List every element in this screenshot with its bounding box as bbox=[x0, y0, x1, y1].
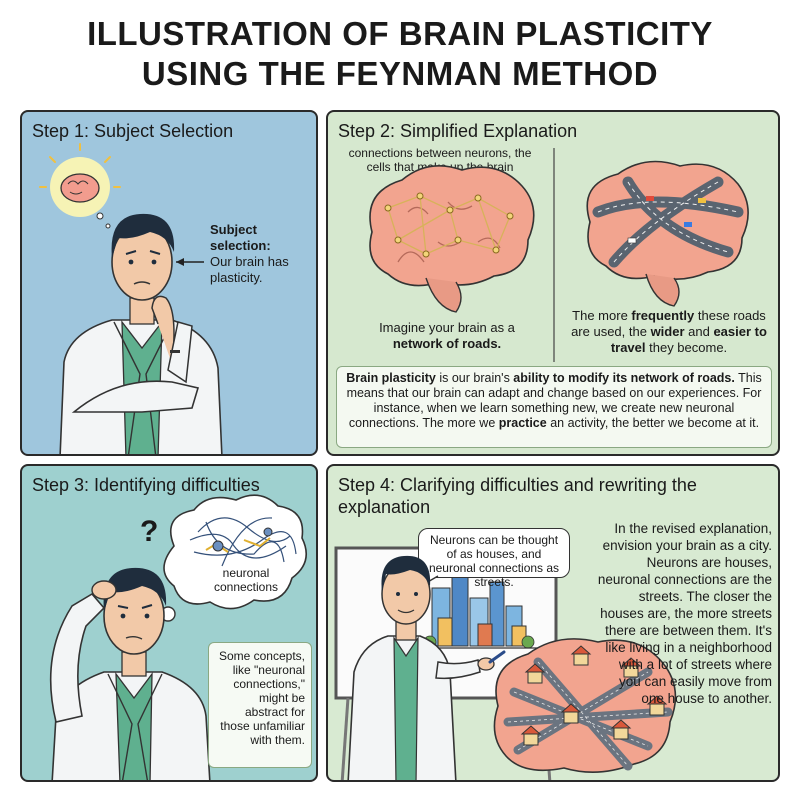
network-roads-caption-text: Imagine your brain as a bbox=[379, 320, 515, 335]
subject-selection-bold: Subject selection: bbox=[210, 222, 271, 253]
network-roads-caption: Imagine your brain as a network of roads… bbox=[352, 320, 542, 352]
idea-brain-icon bbox=[39, 143, 121, 229]
brain-roads-illustration bbox=[586, 160, 749, 307]
roads-caption-part-1: The more bbox=[572, 308, 632, 323]
roads-caption-bold-2: wider bbox=[650, 324, 685, 339]
summary-bold-3: practice bbox=[498, 416, 547, 430]
brain-neurons-illustration bbox=[369, 164, 535, 313]
subject-selection-text: Our brain has plasticity. bbox=[210, 254, 289, 285]
roads-caption-bold-3: easier to travel bbox=[610, 324, 767, 355]
roads-caption-part-2: these roads are used, the bbox=[571, 308, 766, 339]
revised-explanation-text: In the revised explanation, envision you… bbox=[597, 521, 772, 706]
scientist-thinking-figure bbox=[59, 213, 223, 454]
page-title: ILLUSTRATION OF BRAIN PLASTICITY USING T… bbox=[0, 14, 800, 94]
roads-caption-part-3: and bbox=[684, 324, 714, 339]
plasticity-summary-box: Brain plasticity is our brain's ability … bbox=[336, 366, 772, 448]
summary-part-3: an activity, the better we become at it. bbox=[546, 416, 760, 430]
scientist-presenting-figure bbox=[347, 555, 506, 780]
question-mark-icon: ? bbox=[140, 515, 159, 548]
network-roads-caption-bold: network of roads. bbox=[392, 336, 502, 351]
summary-bold-2: ability to modify its network of roads. bbox=[513, 371, 735, 385]
title-line-2: USING THE FEYNMAN METHOD bbox=[141, 55, 659, 92]
abstract-concept-note: Some concepts, like "neuronal connection… bbox=[208, 642, 312, 768]
arrow-left-icon bbox=[176, 258, 204, 266]
step2-panel: Step 2: Simplified Explanation connectio… bbox=[326, 110, 780, 456]
summary-part-1: is our brain's bbox=[435, 371, 514, 385]
roads-caption-bold-1: frequently bbox=[631, 308, 695, 323]
step3-heading: Step 3: Identifying difficulties bbox=[32, 475, 260, 495]
step1-heading: Step 1: Subject Selection bbox=[32, 121, 234, 141]
tangled-neurons-icon bbox=[189, 517, 297, 567]
neuronal-connections-label: neuronal connections bbox=[213, 566, 279, 594]
summary-part-2: This means that our brain can adapt and … bbox=[346, 371, 762, 430]
panel-divider bbox=[553, 148, 555, 362]
step4-panel: Step 4: Clarifying difficulties and rewr… bbox=[326, 464, 780, 782]
step2-heading: Step 2: Simplified Explanation bbox=[338, 121, 578, 141]
brain-city-illustration bbox=[493, 638, 677, 773]
step1-panel: Step 1: Subject Selection bbox=[20, 110, 318, 456]
summary-bold-1: Brain plasticity bbox=[346, 371, 436, 385]
title-line-1: ILLUSTRATION OF BRAIN PLASTICITY bbox=[87, 15, 713, 52]
step3-panel: Step 3: Identifying difficulties neurona… bbox=[20, 464, 318, 782]
step4-heading: Step 4: Clarifying difficulties and rewr… bbox=[338, 475, 697, 517]
roads-usage-caption: The more frequently these roads are used… bbox=[566, 308, 772, 356]
houses-streets-speech-bubble: Neurons can be thought of as houses, and… bbox=[418, 528, 570, 589]
subject-selection-label: Subject selection: Our brain has plastic… bbox=[210, 222, 316, 286]
scientist-confused-figure bbox=[49, 567, 211, 780]
roads-caption-part-4: they become. bbox=[645, 340, 728, 355]
